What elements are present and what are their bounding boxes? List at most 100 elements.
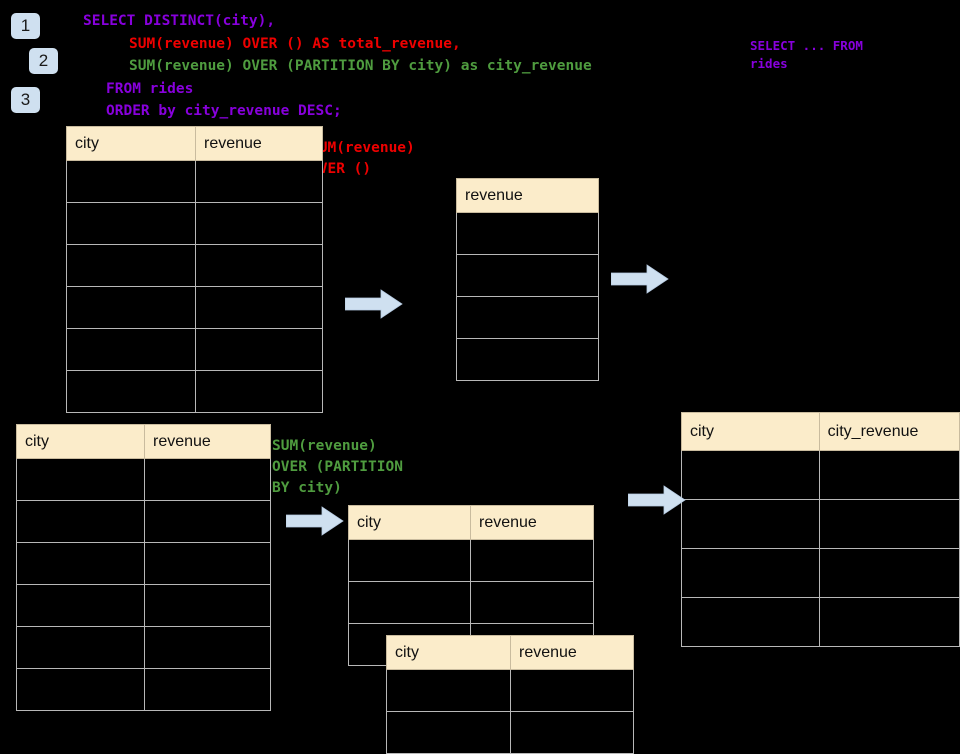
column-header-revenue: revenue: [144, 424, 271, 459]
table-cell: [16, 542, 145, 585]
table-cell: [66, 370, 196, 413]
partition-group-b-table: city revenue: [386, 635, 634, 754]
table-cell: [144, 500, 271, 543]
table-header-row: city revenue: [348, 505, 594, 540]
diagram-canvas: 1 2 3 SELECT DISTINCT(city), SUM(revenue…: [11, 13, 960, 754]
column-header-revenue: revenue: [456, 178, 599, 213]
step-badge-3: 3: [11, 87, 40, 113]
table-cell: [470, 539, 594, 582]
table-cell: [386, 711, 511, 754]
table-cell: [144, 668, 271, 711]
column-header-city: city: [66, 126, 196, 161]
table-cell: [681, 548, 820, 598]
table-row: [16, 626, 271, 669]
annotation-select-from: SELECT ... FROM rides: [750, 38, 863, 72]
table-header-row: city city_revenue: [681, 412, 960, 451]
table-row: [456, 212, 599, 255]
table-cell: [66, 286, 196, 329]
step-badge-2: 2: [29, 48, 58, 74]
table-row: [16, 500, 271, 543]
sql-line-from: FROM rides: [106, 81, 194, 97]
table-row: [66, 160, 323, 203]
column-header-revenue: revenue: [510, 635, 634, 670]
annotation-sum-over-empty: SUM(revenue) OVER (): [310, 140, 415, 178]
table-cell: [144, 584, 271, 627]
table-cell: [818, 548, 960, 598]
total-revenue-table: revenue: [456, 178, 599, 381]
table-cell: [144, 542, 271, 585]
column-header-city: city: [386, 635, 511, 670]
table-cell: [66, 202, 196, 245]
table-cell: [66, 328, 196, 371]
column-header-revenue: revenue: [470, 505, 594, 540]
table-cell: [195, 244, 323, 287]
table-row: [66, 328, 323, 371]
table-cell: [195, 160, 323, 203]
table-row: [681, 450, 960, 500]
table-cell: [195, 328, 323, 371]
table-cell: [195, 286, 323, 329]
column-header-city: city: [681, 412, 820, 451]
table-row: [16, 584, 271, 627]
arrow-right-icon: [286, 506, 344, 536]
table-body: [456, 212, 599, 381]
table-cell: [818, 499, 960, 549]
table-row: [681, 499, 960, 549]
table-cell: [681, 450, 820, 500]
table-row: [348, 581, 594, 624]
table-cell: [681, 597, 820, 647]
rides-source-table: city revenue: [66, 126, 323, 413]
table-header-row: city revenue: [386, 635, 634, 670]
arrow-right-icon: [611, 264, 669, 294]
table-cell: [470, 581, 594, 624]
table-row: [386, 711, 634, 754]
table-header-row: city revenue: [16, 424, 271, 459]
table-body: [386, 669, 634, 754]
table-cell: [510, 711, 634, 754]
sql-line-order: ORDER by city_revenue DESC;: [106, 103, 342, 119]
table-body: [66, 160, 323, 413]
table-cell: [144, 458, 271, 501]
table-cell: [348, 539, 471, 582]
table-cell: [818, 450, 960, 500]
step-badge-1: 1: [11, 13, 40, 39]
result-table: city city_revenue: [681, 412, 960, 647]
table-cell: [456, 212, 599, 255]
table-header-row: city revenue: [66, 126, 323, 161]
column-header-revenue: revenue: [195, 126, 323, 161]
table-row: [66, 202, 323, 245]
sql-line-select: SELECT DISTINCT(city),: [83, 13, 276, 29]
sql-line-partition: SUM(revenue) OVER (PARTITION BY city) as…: [129, 58, 592, 74]
table-cell: [195, 370, 323, 413]
table-cell: [16, 500, 145, 543]
table-row: [16, 542, 271, 585]
arrow-right-icon: [628, 485, 686, 515]
arrow-right-icon: [345, 289, 403, 319]
table-row: [16, 458, 271, 501]
annotation-sum-over-partition: SUM(revenue) OVER (PARTITION BY city): [272, 438, 403, 497]
table-cell: [456, 254, 599, 297]
table-cell: [16, 626, 145, 669]
table-body: [16, 458, 271, 711]
table-row: [348, 539, 594, 582]
table-cell: [66, 244, 196, 287]
table-row: [66, 370, 323, 413]
table-row: [456, 338, 599, 381]
table-row: [456, 296, 599, 339]
table-cell: [456, 296, 599, 339]
table-cell: [386, 669, 511, 712]
column-header-city: city: [348, 505, 471, 540]
table-row: [681, 548, 960, 598]
table-cell: [818, 597, 960, 647]
column-header-city: city: [16, 424, 145, 459]
table-cell: [456, 338, 599, 381]
table-row: [66, 286, 323, 329]
table-cell: [144, 626, 271, 669]
table-cell: [681, 499, 820, 549]
table-row: [66, 244, 323, 287]
table-row: [456, 254, 599, 297]
table-body: [681, 450, 960, 647]
sql-line-total: SUM(revenue) OVER () AS total_revenue,: [129, 36, 461, 52]
table-cell: [16, 668, 145, 711]
table-cell: [195, 202, 323, 245]
